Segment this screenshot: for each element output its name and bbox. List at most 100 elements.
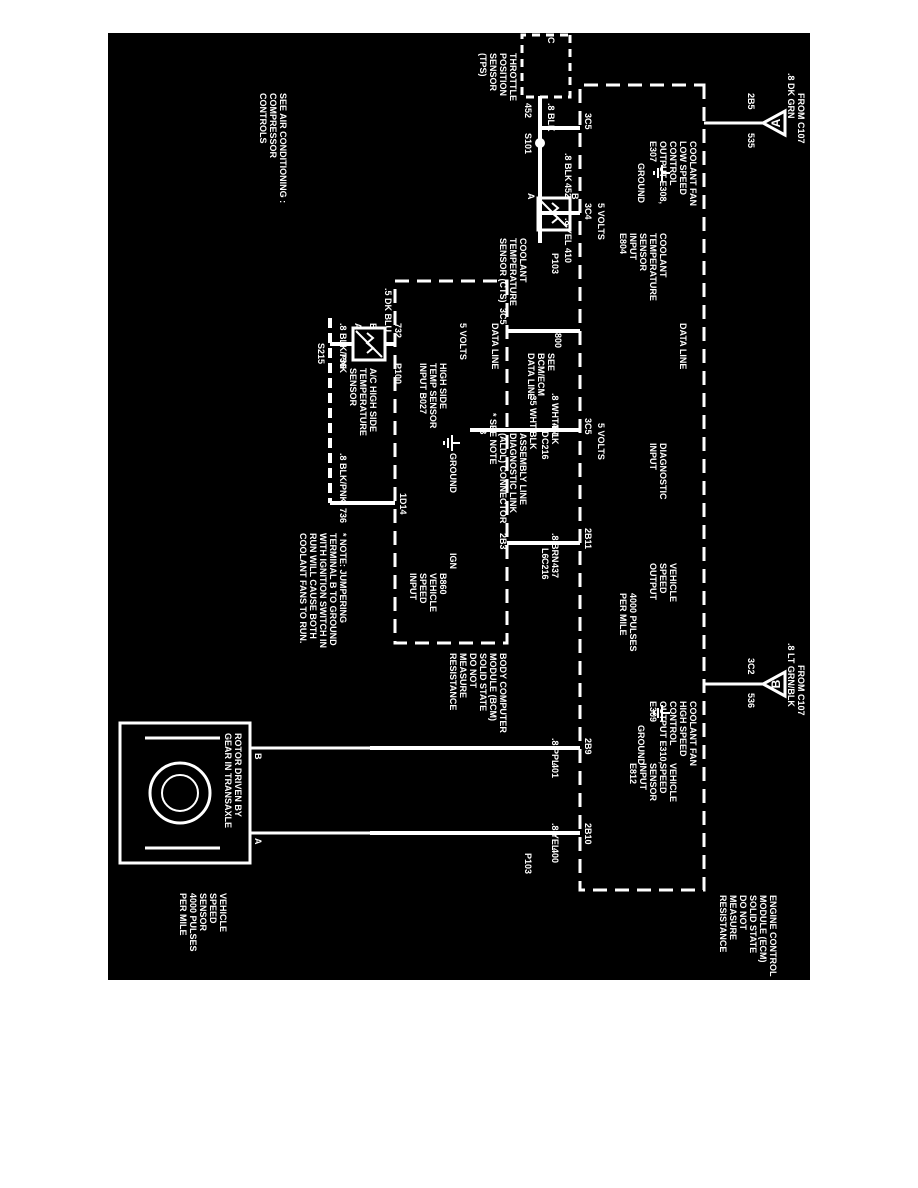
bcm-title-line-3: SOLID STATE [478, 653, 488, 711]
splice-s101-label: S101 [523, 133, 533, 154]
wire-blk-452-label: .8 BLK [563, 153, 573, 182]
bcm-title-line-2: MODULE (BCM) [488, 653, 498, 721]
high-side-line-1: HIGH SIDE [438, 363, 448, 409]
pin-3c5b: 3C5 [583, 418, 593, 435]
see-ac-line-1: SEE AIR CONDITIONING : [278, 93, 288, 203]
tps-title-line-3: SENSOR [488, 53, 498, 92]
vss-pin-b: B [253, 753, 263, 760]
cts-pin-a: A [526, 193, 536, 200]
ecm-ground-label-2: GROUND [636, 725, 646, 765]
wire-ppl-401-label: .8 PPL [550, 738, 560, 766]
wire-yel-410-label: .8 YEL [563, 218, 573, 246]
bcm-ground-label: GROUND [448, 453, 458, 493]
pin-2b9: 2B9 [583, 738, 593, 755]
fan-low-line-4: OUTPUT E308, [658, 141, 668, 204]
ac-sensor-pin-a: A [353, 323, 363, 330]
circuit-451-label: 451 [550, 423, 560, 438]
bcm-title-line-1: BODY COMPUTER [498, 653, 508, 733]
vss-label-line-5: PER MILE [178, 893, 188, 936]
ac-sensor-pin-b: B [368, 323, 378, 330]
circuit-736-label-2: 736 [338, 508, 348, 523]
wire-blkpnk-label-2: .8 BLK/PNK [338, 453, 348, 504]
circuit-732-label: 732 [393, 323, 403, 338]
note-line-1: * NOTE: JUMPERING [338, 533, 348, 623]
aldl-see-note: * SEE NOTE [488, 413, 498, 465]
see-ac-line-3: CONTROLS [258, 93, 268, 144]
aldl-line-2: DIAGNOSTIC LINK [508, 433, 518, 513]
vss-sensor-assembly [118, 721, 370, 865]
pin-3c4: 3C4 [583, 203, 593, 220]
pin-d-label: D [540, 431, 550, 438]
diag-input-line-2: INPUT [648, 443, 658, 471]
ecm-5v-label-2: 5 VOLTS [596, 423, 606, 460]
connector-c216b-label: C216 [540, 558, 550, 580]
see-bcm-line-1: SEE [546, 353, 556, 371]
cts-title-line-1: COOLANT [518, 238, 528, 283]
ecm-pulses-label: 4000 PULSES [628, 593, 638, 652]
circuit-410-label: 410 [563, 248, 573, 263]
ecm-title-line-2: MODULE (ECM) [758, 895, 768, 963]
pin-2b5-label: 2B5 [746, 93, 756, 110]
wire-wht-451-label: .8 WHT/BLK [550, 393, 560, 445]
splice-s101-dot [535, 138, 545, 148]
pin-l6-label: L6 [540, 548, 550, 559]
note-line-4: RUN WILL CAUSE BOTH [308, 533, 318, 639]
note-line-3: WITH IGNITION SWITCH IN [318, 533, 328, 648]
bcm-title-line-6: RESISTANCE [448, 653, 458, 710]
aldl-pin-b: B [478, 428, 488, 435]
from-c107-b-label: FROM C107 [796, 665, 806, 716]
wire-dkblu-label: .5 DK BLU [383, 288, 393, 332]
bcm-box [393, 279, 509, 645]
circuit-535-label: 535 [746, 133, 756, 148]
tps-pin-c: C [546, 37, 556, 44]
vss-input-line-5: E812 [628, 763, 638, 784]
circuit-536-label: 536 [746, 693, 756, 708]
bcm-5v-label: 5 VOLTS [458, 323, 468, 360]
bcm-vss-line-3: SPEED [418, 573, 428, 604]
high-side-line-3: INPUT B027 [418, 363, 428, 414]
wire-blkpnk-label-1: .8 BLK/PNK [338, 323, 348, 374]
vss-output-line-3: OUTPUT [648, 563, 658, 601]
ecm-title-line-6: RESISTANCE [718, 895, 728, 952]
ac-sensor-title-line-2: TEMPERATURE [358, 368, 368, 436]
see-ac-line-2: COMPRESSOR [268, 93, 278, 159]
cts-title-line-2: TEMPERATURE [508, 238, 518, 306]
diag-input-line-1: DIAGNOSTIC [658, 443, 668, 500]
fan-high-line-3: CONTROL [668, 701, 678, 746]
vss-input-line-1: VEHICLE [668, 763, 678, 802]
bcm-pin-1d14: 1D14 [398, 493, 408, 515]
ac-sensor-title-line-1: A/C HIGH SIDE [368, 368, 378, 432]
connector-c107-b: B [704, 669, 787, 699]
vss-input-line-4: INPUT [638, 763, 648, 791]
cts-input-line-5: E804 [618, 233, 628, 254]
fan-high-line-5: E309 [648, 701, 658, 722]
pin-3c5a: 3C5 [583, 113, 593, 130]
bcm-vss-line-2: VEHICLE [428, 573, 438, 612]
circuit-401-label: 401 [550, 763, 560, 778]
bcm-vss-line-1: B860 [438, 573, 448, 595]
tps-title-line-2: POSITION [498, 53, 508, 96]
cts-sensor [536, 196, 572, 232]
tps-title-line-4: (TPS) [478, 53, 488, 77]
fan-high-line-2: HIGH SPEED [678, 701, 688, 757]
connector-c216-label: C216 [540, 438, 550, 460]
bcm-vss-line-4: INPUT [408, 573, 418, 601]
ecm-box [578, 83, 706, 892]
bcm-title-line-4: DO NOT [468, 653, 478, 689]
aldl-line-1: ASSEMBLY LINE [518, 433, 528, 505]
cts-pin-b: B [570, 193, 580, 200]
circuit-452-label: 452 [563, 183, 573, 198]
cts-input-line-1: COOLANT [658, 233, 668, 278]
vss-output-line-2: SPEED [658, 563, 668, 594]
tps-wire-label: .8 BLK [546, 103, 556, 132]
see-bcm-line-3: DATA LINE [526, 353, 536, 399]
wire-536-label: .8 LT GRN/BLK [786, 643, 796, 707]
ecm-5v-label-1: 5 VOLTS [596, 203, 606, 240]
ecm-ground-label-1: GROUND [636, 163, 646, 203]
vss-pin-a: A [253, 838, 263, 845]
rotor-line-2: GEAR IN TRANSAXLE [223, 733, 233, 828]
cts-input-line-3: SENSOR [638, 233, 648, 272]
bcm-title-line-5: MEASURE [458, 653, 468, 698]
circuit-736-label-1: 736 [338, 353, 348, 368]
